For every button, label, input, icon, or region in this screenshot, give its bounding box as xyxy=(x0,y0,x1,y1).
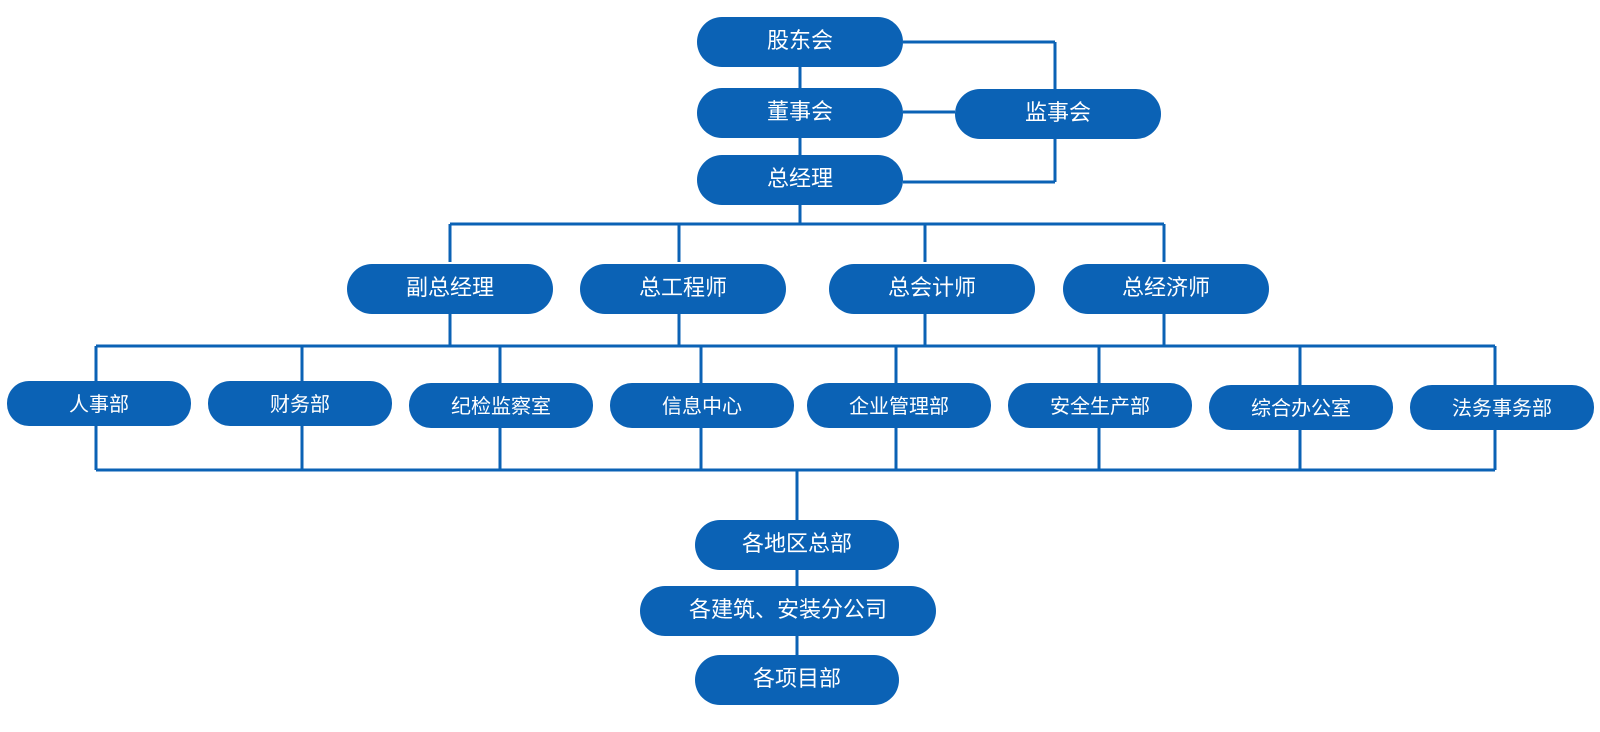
deputy-gm-label: 副总经理 xyxy=(405,276,494,301)
branches-label: 各建筑、安装分公司 xyxy=(688,598,887,623)
shareholders-label: 股东会 xyxy=(766,29,833,54)
department-label: 财务部 xyxy=(270,391,330,416)
supervisors-node: 监事会 xyxy=(955,89,1161,139)
regional-hq-label: 各地区总部 xyxy=(741,532,852,557)
board-node: 董事会 xyxy=(697,88,903,138)
project-depts-node: 各项目部 xyxy=(695,655,899,705)
department-node: 财务部 xyxy=(208,381,392,426)
branches-node: 各建筑、安装分公司 xyxy=(640,586,936,636)
department-label: 法务事务部 xyxy=(1452,395,1552,420)
shareholders-node: 股东会 xyxy=(697,17,903,67)
chief-engineer-label: 总工程师 xyxy=(638,276,727,301)
department-node: 法务事务部 xyxy=(1410,385,1594,430)
general-manager-label: 总经理 xyxy=(766,167,833,192)
department-node: 综合办公室 xyxy=(1209,385,1393,430)
department-label: 综合办公室 xyxy=(1251,395,1351,420)
department-label: 信息中心 xyxy=(662,393,742,418)
board-label: 董事会 xyxy=(766,100,833,125)
deputy-gm-node: 副总经理 xyxy=(347,264,553,314)
project-depts-label: 各项目部 xyxy=(752,667,841,692)
chief-accountant-node: 总会计师 xyxy=(829,264,1035,314)
department-node: 企业管理部 xyxy=(807,383,991,428)
department-label: 纪检监察室 xyxy=(451,393,551,418)
department-node: 人事部 xyxy=(7,381,191,426)
chief-economist-node: 总经济师 xyxy=(1063,264,1269,314)
general-manager-node: 总经理 xyxy=(697,155,903,205)
regional-hq-node: 各地区总部 xyxy=(695,520,899,570)
department-label: 安全生产部 xyxy=(1050,393,1150,418)
department-label: 人事部 xyxy=(69,391,129,416)
chief-accountant-label: 总会计师 xyxy=(887,276,976,301)
chief-economist-label: 总经济师 xyxy=(1121,276,1210,301)
chief-engineer-node: 总工程师 xyxy=(580,264,786,314)
department-node: 安全生产部 xyxy=(1008,383,1192,428)
department-label: 企业管理部 xyxy=(849,393,949,418)
supervisors-label: 监事会 xyxy=(1024,101,1091,126)
department-node: 纪检监察室 xyxy=(409,383,593,428)
department-node: 信息中心 xyxy=(610,383,794,428)
